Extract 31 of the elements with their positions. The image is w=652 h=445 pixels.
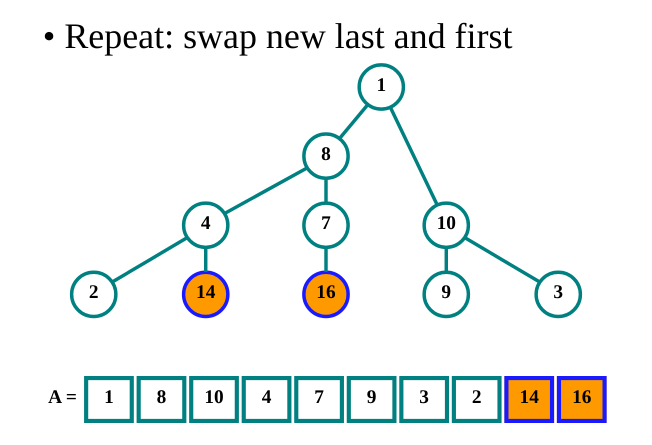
node-circle: 7 (302, 201, 350, 250)
node-circle: 16 (302, 270, 350, 318)
node-circle: 9 (422, 270, 470, 318)
label: 4 (262, 387, 272, 408)
connector (444, 248, 448, 272)
label: 7 (314, 387, 324, 408)
label: 9 (366, 387, 376, 408)
label: A = (48, 387, 77, 408)
label: 1 (104, 387, 114, 408)
node-circle: 4 (182, 201, 230, 250)
connector (204, 248, 208, 272)
node-circle: 1 (357, 63, 406, 111)
node-circle: 3 (534, 270, 582, 318)
node-circle: 14 (182, 270, 230, 318)
connector (464, 236, 541, 284)
diagram-title: • Repeat: swap new last and first (42, 16, 512, 56)
connector (324, 178, 328, 203)
label: 10 (204, 387, 224, 408)
connector (338, 104, 369, 140)
label: 14 (520, 387, 539, 408)
label: 3 (419, 387, 429, 408)
node-circle: 8 (302, 132, 350, 180)
label: 2 (472, 387, 482, 408)
node-circle: 2 (70, 270, 118, 318)
connector (388, 106, 439, 206)
node-circle: 10 (422, 201, 470, 250)
connector (324, 248, 328, 272)
connector (111, 236, 188, 284)
label: 8 (156, 387, 166, 408)
connector (224, 166, 308, 215)
label: 16 (572, 387, 592, 408)
